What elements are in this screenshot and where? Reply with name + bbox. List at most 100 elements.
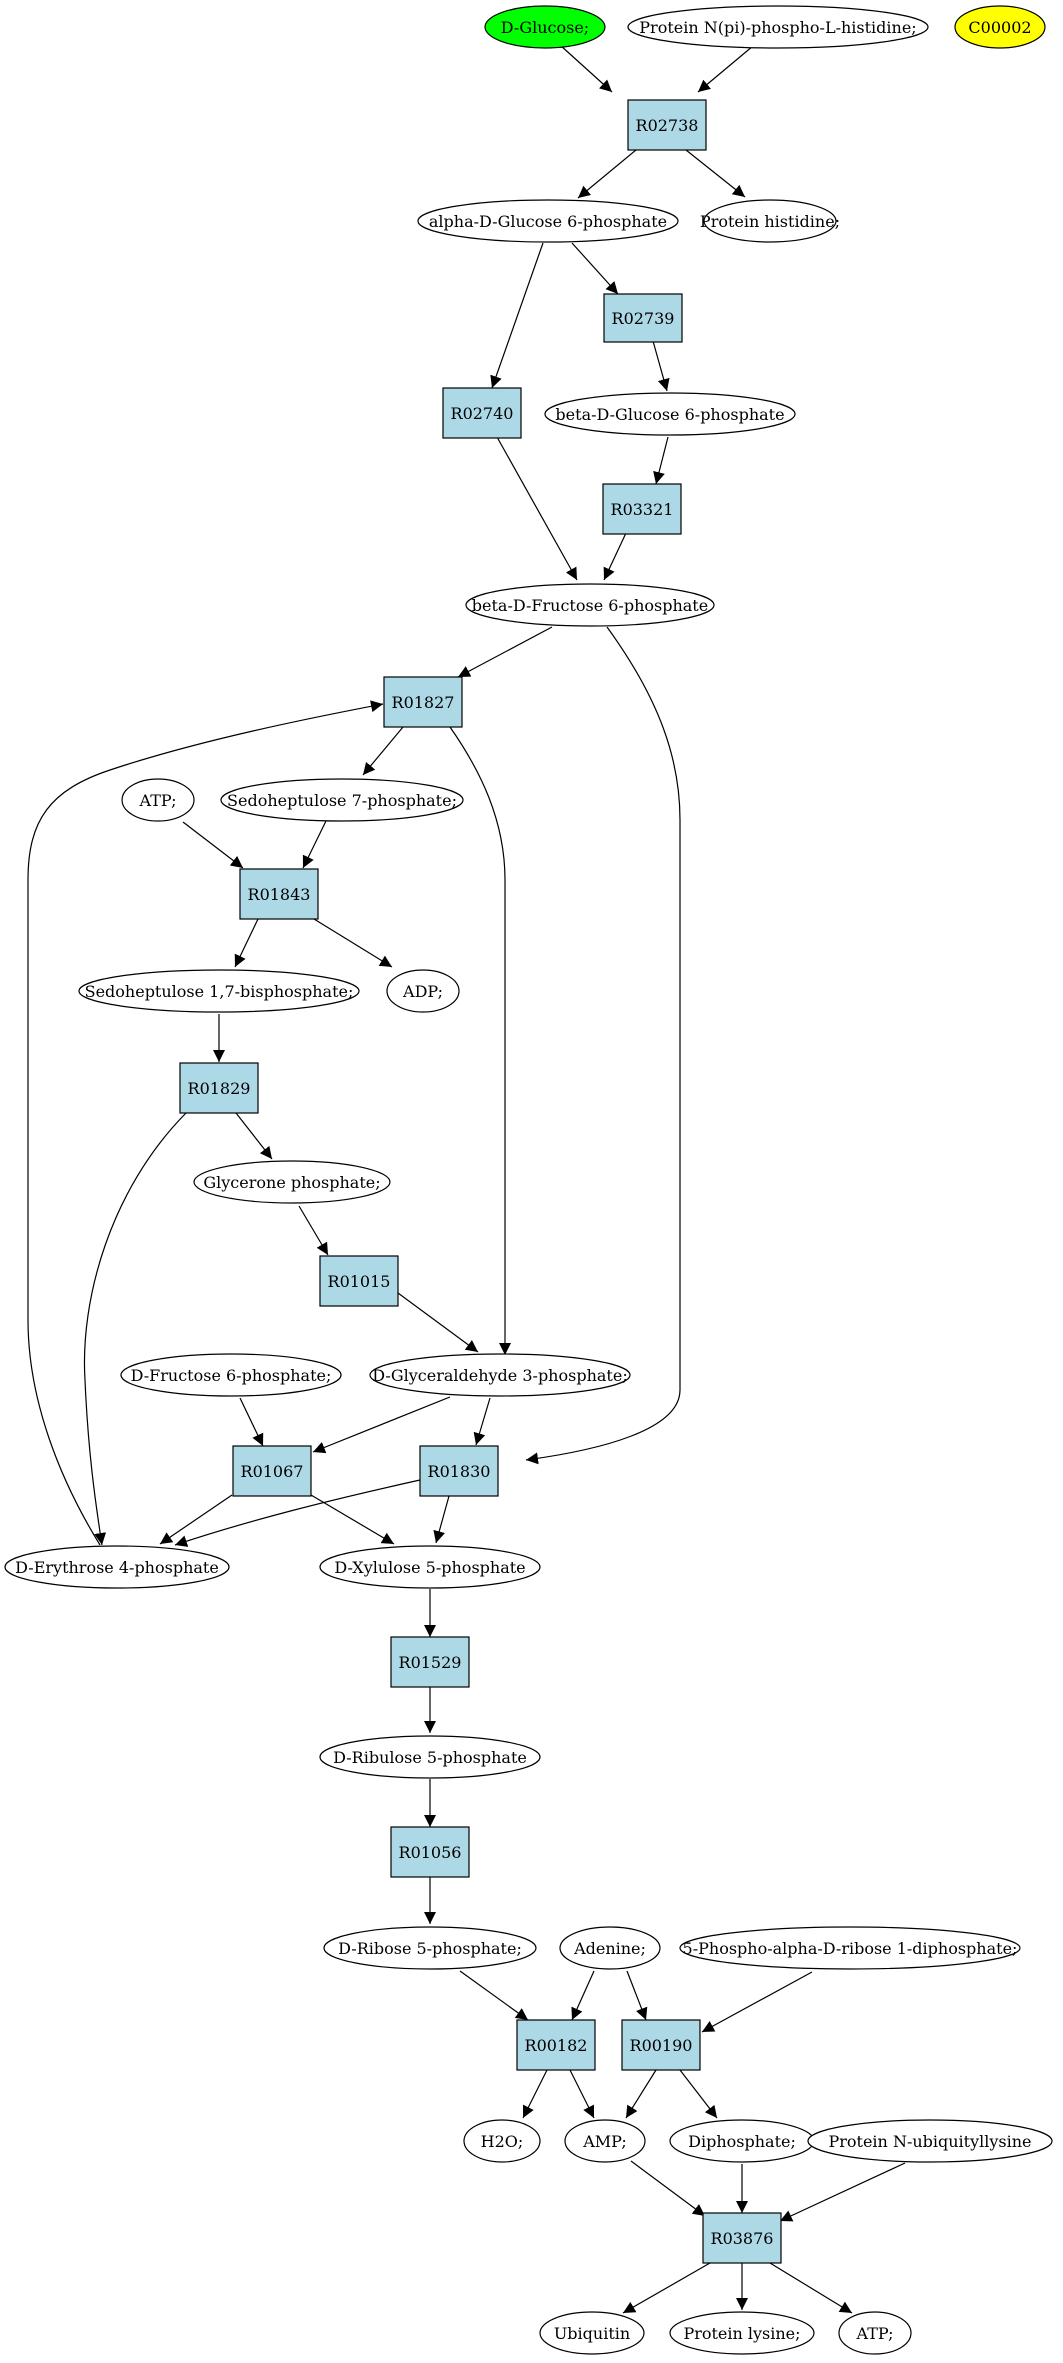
reaction-label: R01843 [248, 885, 311, 904]
edge-adenine-to-r00190 [626, 1970, 648, 2021]
compound-c00002[interactable]: C00002 [954, 5, 1046, 49]
reaction-label: R00182 [525, 2036, 588, 2055]
edge-atp-to-r01843 [182, 821, 244, 869]
edge-alpha-g6p-to-r02739 [571, 242, 619, 295]
compound-adp[interactable]: ADP; [386, 969, 460, 1013]
compound-label: Glycerone phosphate; [203, 1173, 380, 1192]
compound-atp-product[interactable]: ATP; [838, 2311, 912, 2355]
edge-glyceraldehyde-3p-to-r01830 [473, 1397, 491, 1446]
compound-label: D-Ribose 5-phosphate; [338, 1939, 522, 1958]
edge-r01829-to-glycerone-p [235, 1112, 273, 1160]
edge-beta-f6p-to-r01827 [457, 626, 553, 678]
reaction-r01067[interactable]: R01067 [232, 1445, 312, 1497]
reaction-label: R02740 [451, 404, 514, 423]
reaction-r01529[interactable]: R01529 [390, 1636, 470, 1688]
compound-5-phospho-alpha-d-ribose-1-diphosphate[interactable]: 5-Phospho-alpha-D-ribose 1-diphosphate; [679, 1926, 1021, 1970]
reaction-r01015[interactable]: R01015 [319, 1255, 399, 1307]
reaction-label: R01829 [188, 1079, 251, 1098]
compound-label: Ubiquitin [554, 2324, 630, 2343]
compound-label: AMP; [582, 2132, 627, 2151]
edge-prpp-to-r00190 [701, 1971, 813, 2033]
compound-sedoheptulose-7-phosphate[interactable]: Sedoheptulose 7-phosphate; [220, 778, 464, 822]
edge-r02740-to-beta-f6p [496, 436, 578, 581]
reaction-r01829[interactable]: R01829 [179, 1062, 259, 1114]
compound-adenine[interactable]: Adenine; [559, 1926, 661, 1970]
reaction-label: R01056 [399, 1843, 462, 1862]
compound-d-ribose-5-phosphate[interactable]: D-Ribose 5-phosphate; [323, 1926, 537, 1970]
compound-beta-d-fructose-6-phosphate[interactable]: beta-D-Fructose 6-phosphate [465, 583, 715, 627]
reaction-r00182[interactable]: R00182 [516, 2019, 596, 2071]
compound-d-fructose-6-phosphate[interactable]: D-Fructose 6-phosphate; [120, 1353, 342, 1397]
edge-ubiquityllysine-to-r03876 [779, 2162, 906, 2222]
reaction-label: R01529 [399, 1653, 462, 1672]
compound-ubiquitin[interactable]: Ubiquitin [539, 2311, 645, 2355]
reaction-r02740[interactable]: R02740 [442, 387, 522, 439]
compound-glycerone-phosphate[interactable]: Glycerone phosphate; [193, 1160, 391, 1204]
reaction-label: R02739 [612, 309, 675, 328]
edge-protein-npi-to-r02738 [697, 45, 754, 93]
edge-r01827-to-sedoheptulose-7p [362, 726, 404, 776]
compound-label: D-Xylulose 5-phosphate [334, 1558, 525, 1577]
compound-label: C00002 [968, 18, 1031, 37]
compound-beta-d-glucose-6-phosphate[interactable]: beta-D-Glucose 6-phosphate [544, 392, 796, 436]
compound-protein-n-ubiquityllysine[interactable]: Protein N-ubiquityllysine [807, 2119, 1053, 2163]
edge-beta-f6p-to-r01830 [525, 626, 681, 1465]
compound-label: Sedoheptulose 1,7-bisphosphate; [85, 982, 354, 1001]
compound-label: D-Fructose 6-phosphate; [131, 1366, 332, 1385]
reaction-r01827[interactable]: R01827 [383, 676, 463, 728]
compound-sedoheptulose-1-7-bisphosphate[interactable]: Sedoheptulose 1,7-bisphosphate; [78, 969, 360, 1013]
edge-beta-g6p-to-r03321 [653, 436, 669, 485]
reaction-label: R01067 [241, 1462, 304, 1481]
reaction-label: R02738 [636, 116, 699, 135]
compound-label: D-Ribulose 5-phosphate [333, 1748, 527, 1767]
reaction-label: R01830 [428, 1462, 491, 1481]
reaction-label: R03321 [611, 500, 674, 519]
edge-r01829-to-erythrose-4p [83, 1112, 187, 1546]
edge-fructose-6p-to-r01067 [239, 1397, 264, 1447]
compound-diphosphate[interactable]: Diphosphate; [669, 2119, 815, 2163]
compound-label: ATP; [139, 791, 177, 810]
edge-glyceraldehyde-3p-to-r01067 [312, 1396, 451, 1454]
reaction-label: R01827 [392, 693, 455, 712]
reaction-r02739[interactable]: R02739 [603, 293, 683, 343]
edge-d-glucose-to-r02738 [559, 44, 613, 93]
reaction-r03321[interactable]: R03321 [602, 483, 682, 535]
compound-label: alpha-D-Glucose 6-phosphate [429, 212, 667, 231]
compound-alpha-d-glucose-6-phosphate[interactable]: alpha-D-Glucose 6-phosphate [417, 199, 679, 243]
edge-r01067-to-erythrose-4p [159, 1494, 233, 1545]
edge-ribose-5p-to-r00182 [459, 1970, 529, 2021]
edge-r01015-to-glyceraldehyde-3p [397, 1292, 479, 1353]
edge-r01830-to-erythrose-4p [174, 1479, 421, 1547]
compound-label: beta-D-Fructose 6-phosphate [472, 596, 708, 615]
reaction-r00190[interactable]: R00190 [621, 2019, 701, 2071]
compound-atp[interactable]: ATP; [121, 778, 195, 822]
compound-d-ribulose-5-phosphate[interactable]: D-Ribulose 5-phosphate [319, 1735, 541, 1779]
compound-protein-histidine[interactable]: Protein histidine; [700, 199, 840, 243]
compound-label: Diphosphate; [688, 2132, 796, 2151]
edge-r00182-to-h2o [522, 2069, 548, 2119]
compound-h2o[interactable]: H2O; [463, 2119, 541, 2163]
compound-label: Protein lysine; [683, 2324, 800, 2343]
compound-amp[interactable]: AMP; [564, 2119, 646, 2163]
compound-d-glucose[interactable]: D-Glucose; [484, 5, 606, 49]
compound-label: ADP; [402, 982, 443, 1001]
compound-label: Protein histidine; [700, 212, 840, 231]
compound-d-glyceraldehyde-3-phosphate[interactable]: D-Glyceraldehyde 3-phosphate; [369, 1353, 631, 1397]
reaction-r01843[interactable]: R01843 [239, 868, 319, 920]
reaction-r03876[interactable]: R03876 [702, 2212, 782, 2264]
reaction-r02738[interactable]: R02738 [627, 99, 707, 151]
reaction-label: R00190 [630, 2036, 693, 2055]
compound-protein-lysine[interactable]: Protein lysine; [669, 2311, 815, 2355]
compound-label: Sedoheptulose 7-phosphate; [227, 791, 457, 810]
compound-d-xylulose-5-phosphate[interactable]: D-Xylulose 5-phosphate [319, 1545, 541, 1589]
compound-d-erythrose-4-phosphate[interactable]: D-Erythrose 4-phosphate [4, 1545, 230, 1589]
compound-protein-npi-phospho-histidine[interactable]: Protein N(pi)-phospho-L-histidine; [627, 5, 929, 49]
edge-r00182-to-amp [569, 2069, 595, 2119]
edge-erythrose-4p-to-r01827 [27, 700, 384, 1546]
reaction-r01056[interactable]: R01056 [390, 1826, 470, 1878]
edge-adenine-to-r00182 [571, 1970, 595, 2021]
reaction-r01830[interactable]: R01830 [419, 1445, 499, 1497]
compound-label: D-Glucose; [501, 18, 589, 37]
edge-r00190-to-diphosphate [679, 2069, 718, 2119]
